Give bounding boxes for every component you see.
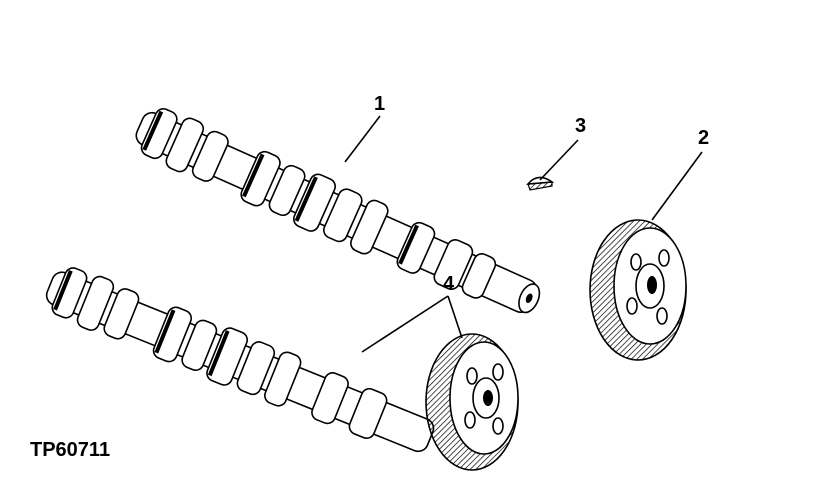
callout-1: 1 <box>374 93 386 115</box>
timing-gear <box>589 219 687 361</box>
woodruff-key <box>526 176 555 191</box>
lower-camshaft-assembly <box>45 267 519 471</box>
upper-camshaft <box>135 107 541 314</box>
callout-2: 2 <box>698 127 710 149</box>
figure-id-label: TP60711 <box>30 439 111 461</box>
leader-lines <box>344 115 703 353</box>
callout-4: 4 <box>443 273 455 295</box>
callout-3: 3 <box>575 115 587 137</box>
